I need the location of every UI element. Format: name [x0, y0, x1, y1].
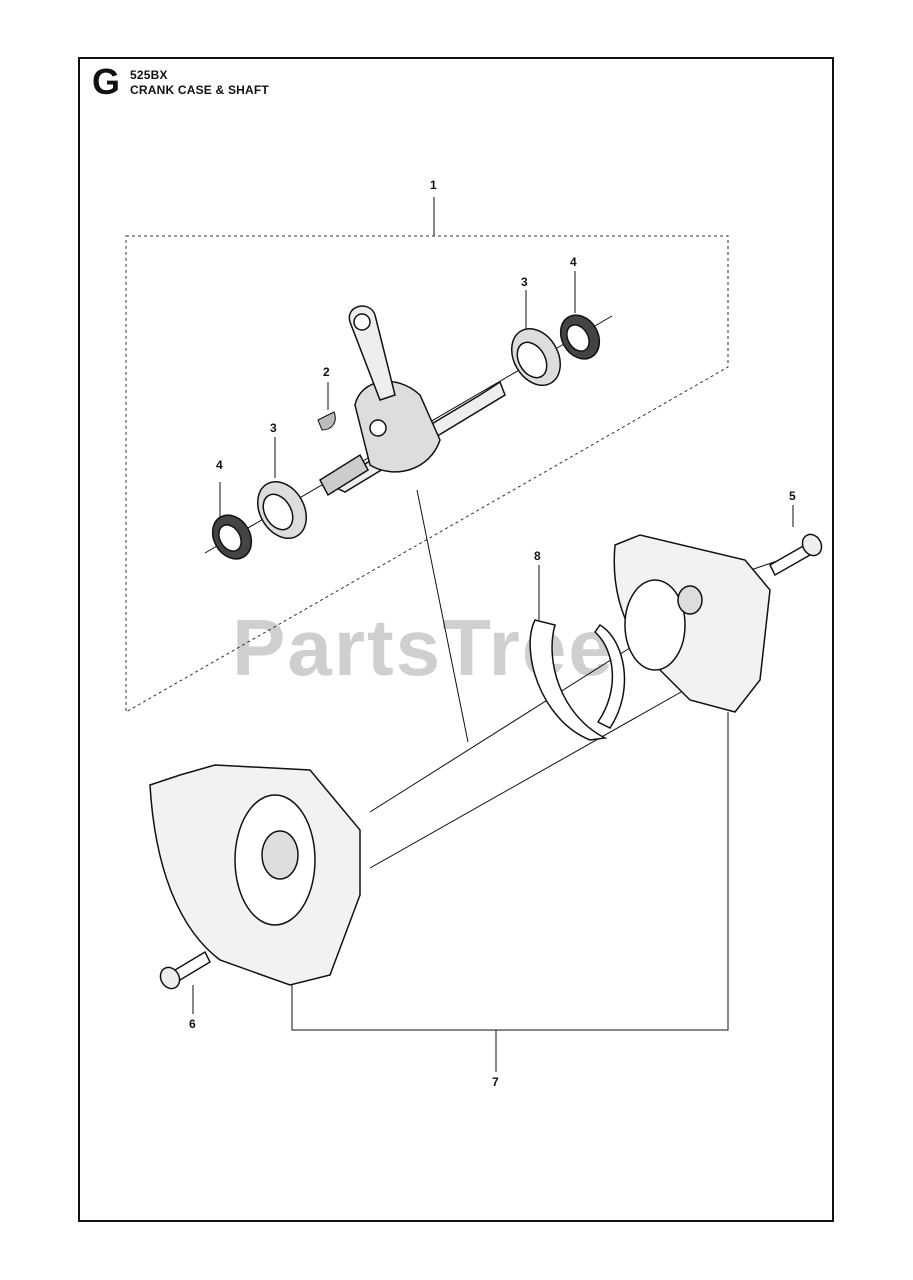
gasket: [529, 619, 626, 741]
crank-case-right: [613, 534, 771, 713]
callout-2: 2: [323, 365, 330, 379]
callout-7: 7: [492, 1075, 499, 1089]
screw-left: [159, 950, 211, 990]
callout-3-right: 3: [521, 275, 528, 289]
callout-1: 1: [430, 178, 437, 192]
callout-8: 8: [534, 549, 541, 563]
screw-right: [769, 533, 823, 577]
callout-5: 5: [789, 489, 796, 503]
woodruff-key: [317, 411, 336, 431]
oil-seal-right: [559, 314, 601, 360]
crankshaft-assembly-box: [125, 235, 729, 713]
ball-bearing-left: [257, 481, 307, 539]
crank-case-left: [149, 764, 361, 986]
callout-4-right: 4: [570, 255, 577, 269]
model-number: 525BX: [130, 68, 168, 82]
ball-bearing-right: [511, 328, 561, 386]
section-letter: G: [92, 61, 121, 102]
diagram-title: CRANK CASE & SHAFT: [130, 83, 269, 97]
crankshaft: [319, 305, 506, 497]
callout-3-left: 3: [270, 421, 277, 435]
drawing-frame: [78, 57, 834, 1222]
callout-6: 6: [189, 1017, 196, 1031]
callout-4-left: 4: [216, 458, 223, 472]
oil-seal-left: [211, 514, 253, 560]
